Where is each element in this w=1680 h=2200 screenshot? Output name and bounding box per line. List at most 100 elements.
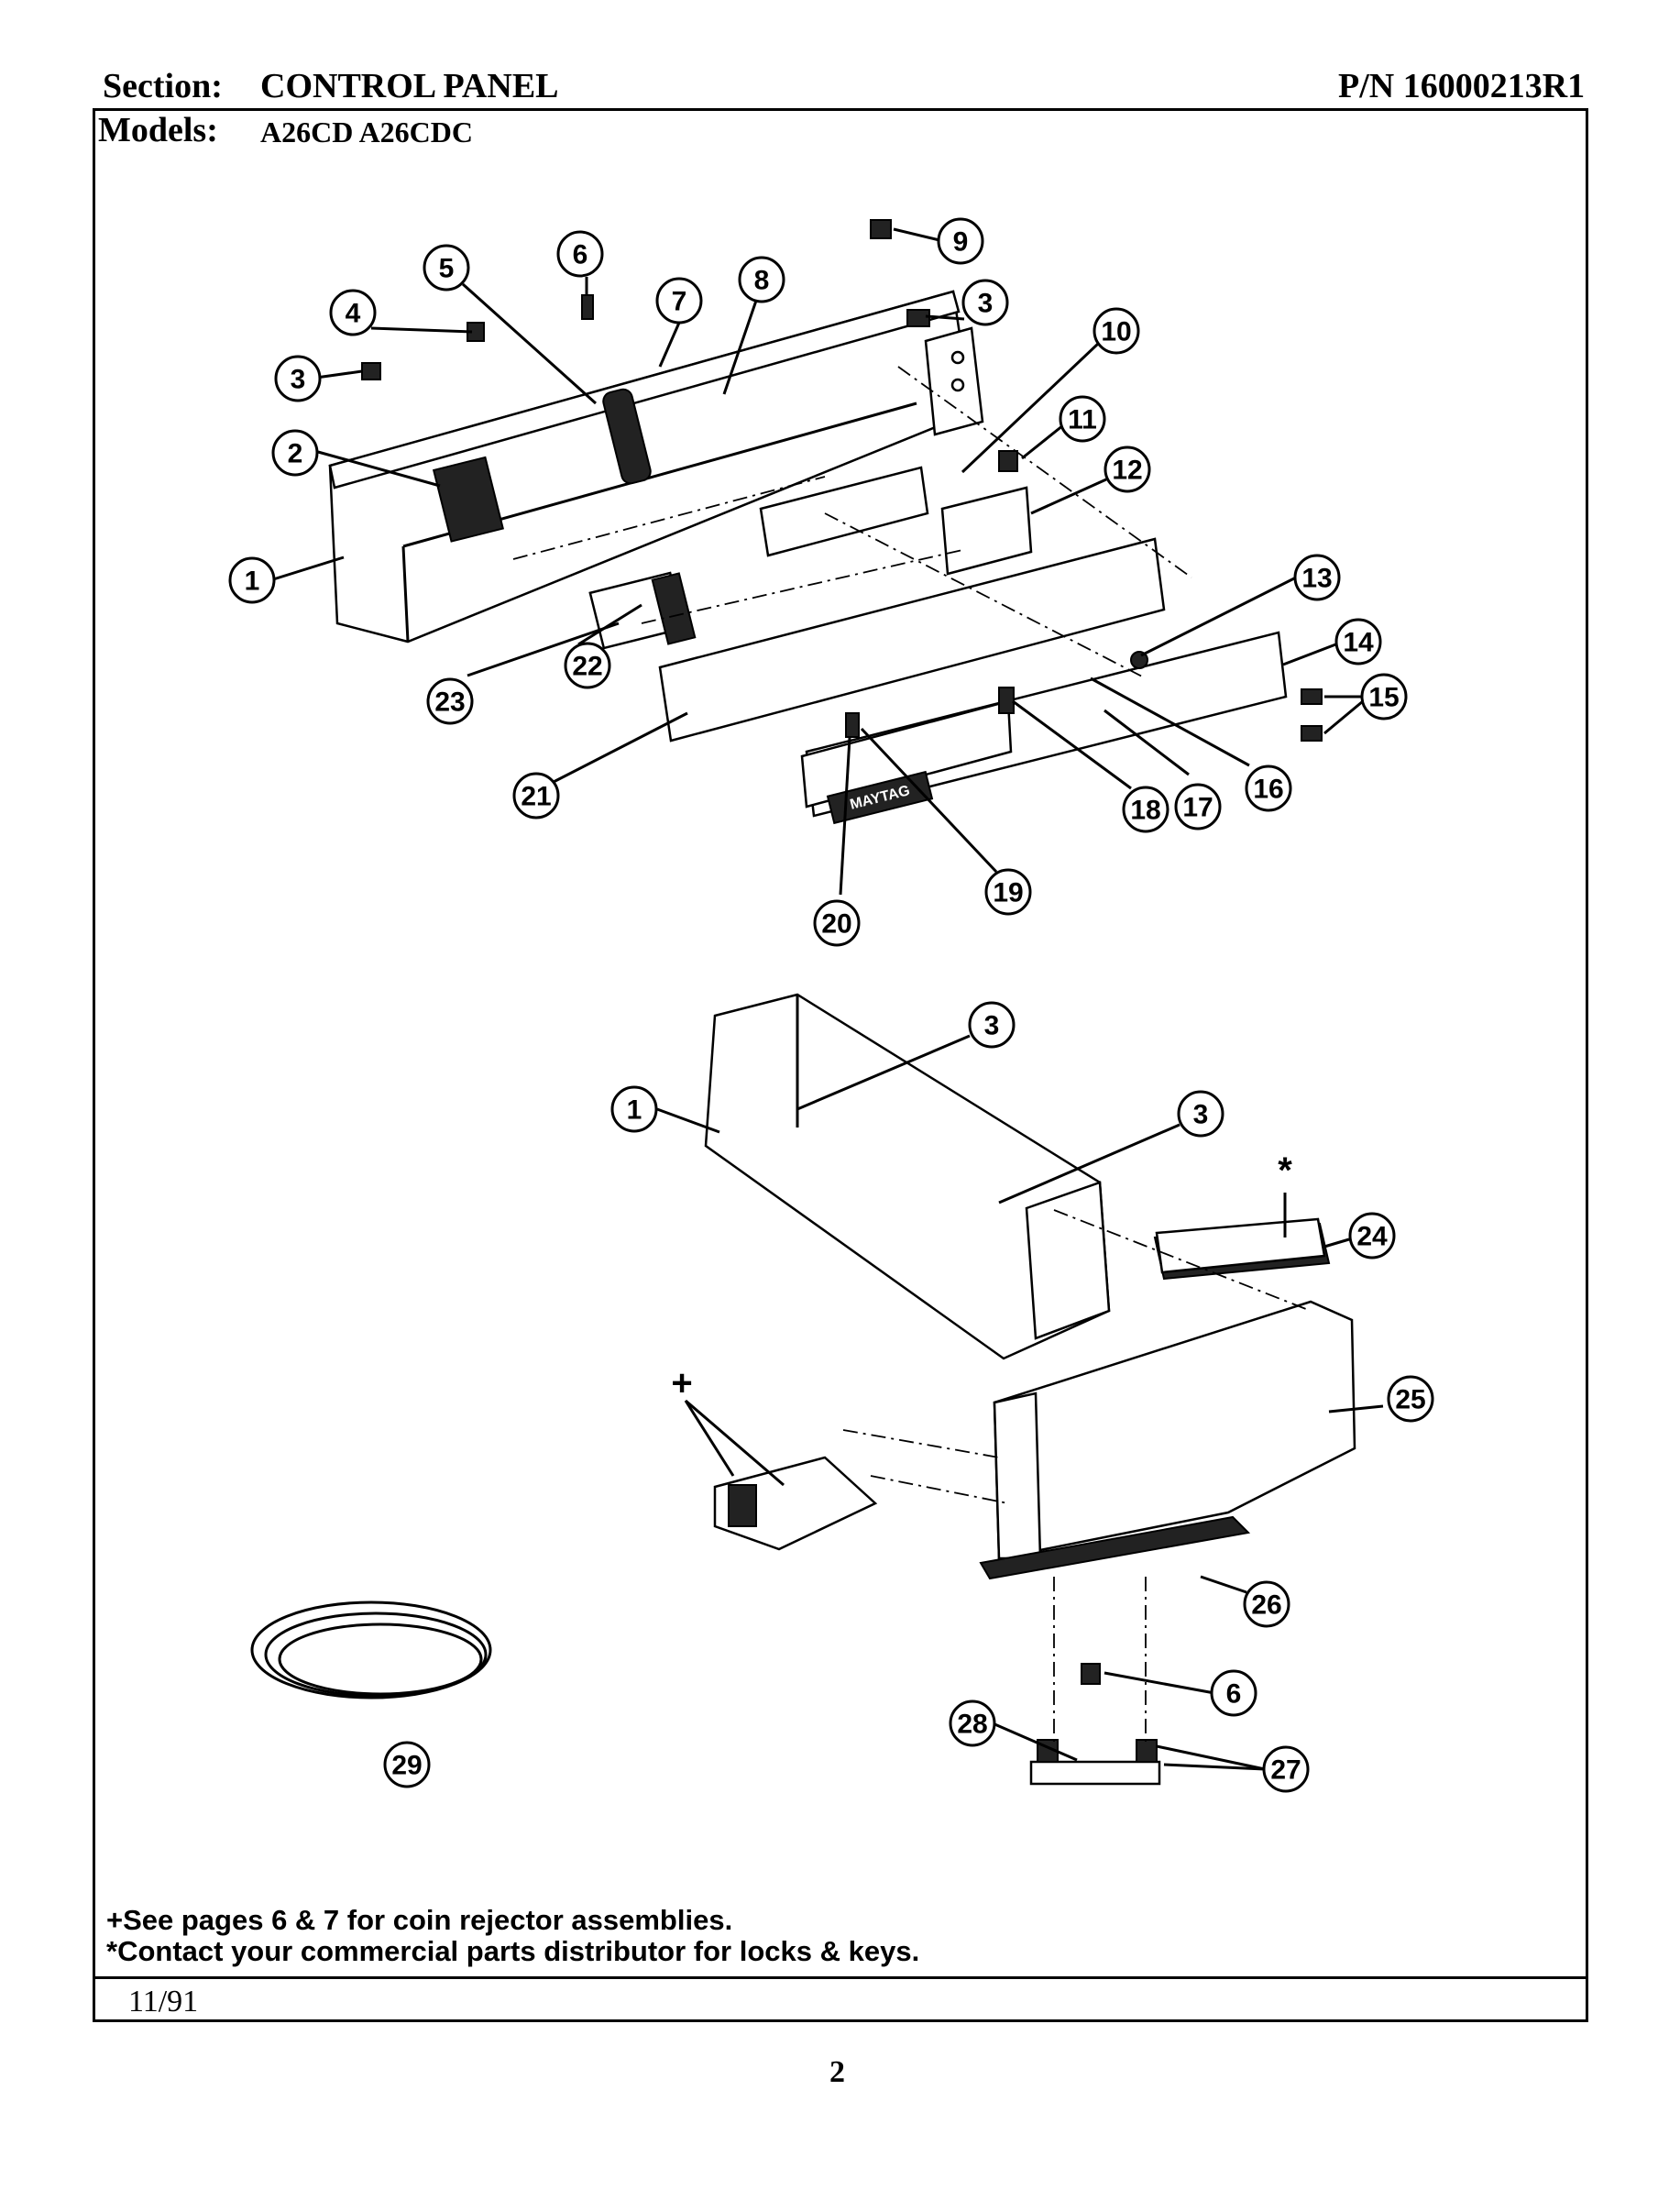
callout-3: 3	[961, 279, 1009, 326]
part-number: P/N 16000213R1	[1338, 67, 1586, 105]
callout-number: 16	[1253, 775, 1283, 805]
coin-box	[979, 1300, 1356, 1580]
callout-number: 11	[1068, 405, 1097, 435]
callout-21: 21	[512, 772, 560, 820]
callout-number: 7	[672, 287, 687, 317]
callout-3: 3	[1177, 1090, 1224, 1138]
callout-9: 9	[937, 217, 984, 265]
callout-circle	[1334, 618, 1382, 666]
revision-date: 11/91	[128, 1985, 199, 2018]
callout-circle	[329, 289, 377, 336]
callout-number: 22	[572, 652, 602, 682]
callout-8: 8	[738, 256, 785, 303]
note-coin-rejector: +See pages 6 & 7 for coin rejector assem…	[106, 1904, 733, 1936]
callout-number: 3	[291, 365, 306, 395]
callout-11: 11	[1059, 395, 1106, 443]
callout-number: 1	[627, 1095, 642, 1126]
switch-block	[588, 571, 697, 650]
callout-circle	[1245, 764, 1292, 812]
callout-number: 6	[1226, 1679, 1242, 1710]
leader-lines	[269, 227, 1384, 1771]
callout-22: 22	[564, 642, 611, 689]
callout-3: 3	[968, 1001, 1016, 1049]
callout-13: 13	[1293, 554, 1341, 601]
callout-24: 24	[1348, 1212, 1396, 1260]
callout-number: 14	[1343, 628, 1374, 658]
callout-19: 19	[984, 868, 1032, 916]
lower-dash-lines	[842, 1209, 1312, 1742]
callout-number: 29	[391, 1751, 422, 1781]
callout-20: 20	[813, 899, 861, 947]
callout-28: 28	[949, 1700, 996, 1747]
callout-circle	[968, 1001, 1016, 1049]
callout-circle	[1293, 554, 1341, 601]
callout-circle	[274, 355, 322, 402]
callout-circle	[655, 277, 703, 324]
callout-circle	[1122, 786, 1169, 833]
callout-number: 13	[1301, 564, 1332, 594]
screw-parts	[361, 219, 1323, 742]
callout-7: 7	[655, 277, 703, 324]
callout-circle	[426, 677, 474, 725]
callout-number: 2	[288, 439, 303, 469]
callout-26: 26	[1243, 1580, 1290, 1628]
callout-number: 10	[1101, 317, 1131, 347]
page-frame	[93, 108, 1588, 2022]
callout-number: 19	[993, 878, 1023, 908]
callout-number: 28	[957, 1710, 987, 1740]
callout-14: 14	[1334, 618, 1382, 666]
callout-number: 3	[978, 289, 994, 319]
callout-number: 4	[346, 299, 361, 329]
callout-circle	[610, 1085, 658, 1133]
console-panel	[658, 537, 1288, 825]
callout-1: 1	[228, 556, 276, 604]
upper-dash-lines	[512, 366, 1192, 679]
electronic-board	[759, 466, 1033, 576]
callout-circle	[1174, 783, 1222, 830]
callout-5: 5	[423, 244, 470, 292]
callout-circle	[1104, 446, 1151, 493]
lock-marker: *	[1278, 1150, 1292, 1191]
callout-16: 16	[1245, 764, 1292, 812]
callout-12: 12	[1104, 446, 1151, 493]
callout-circle	[1360, 673, 1408, 720]
callout-number: 17	[1182, 793, 1213, 823]
lock-plate	[1153, 1217, 1331, 1281]
wire-harness	[250, 1600, 492, 1700]
callout-number: 3	[984, 1011, 1000, 1041]
callout-number: 12	[1112, 456, 1142, 486]
callout-circle	[564, 642, 611, 689]
callout-circle	[813, 899, 861, 947]
coin-rejector	[713, 1456, 878, 1551]
callout-2: 2	[271, 429, 319, 477]
callout-number: 15	[1368, 683, 1399, 713]
callout-number: 9	[953, 227, 969, 258]
callout-number: 24	[1356, 1222, 1388, 1252]
control-panel-housing	[328, 290, 973, 644]
page-number: 2	[829, 2055, 845, 2089]
callout-number: 26	[1251, 1590, 1281, 1621]
callout-circle	[1243, 1580, 1290, 1628]
callout-4: 4	[329, 289, 377, 336]
callout-number: 21	[521, 782, 551, 812]
section-title: CONTROL PANEL	[260, 67, 559, 105]
callout-number: 8	[754, 266, 770, 296]
callout-25: 25	[1387, 1375, 1434, 1423]
end-bracket	[924, 326, 984, 436]
callout-circle	[1059, 395, 1106, 443]
callout-number: 1	[245, 566, 260, 597]
callout-number: 23	[434, 688, 465, 718]
callout-circle	[1262, 1745, 1310, 1793]
callout-number: 18	[1130, 796, 1160, 826]
callout-number: 25	[1395, 1385, 1425, 1415]
callout-circle	[423, 244, 470, 292]
callout-circle	[1177, 1090, 1224, 1138]
footer-divider	[93, 1976, 1588, 1979]
callout-number: 6	[573, 240, 588, 270]
callout-3: 3	[274, 355, 322, 402]
callout-circle	[984, 868, 1032, 916]
section-label: Section:	[103, 67, 223, 105]
callout-27: 27	[1262, 1745, 1310, 1793]
